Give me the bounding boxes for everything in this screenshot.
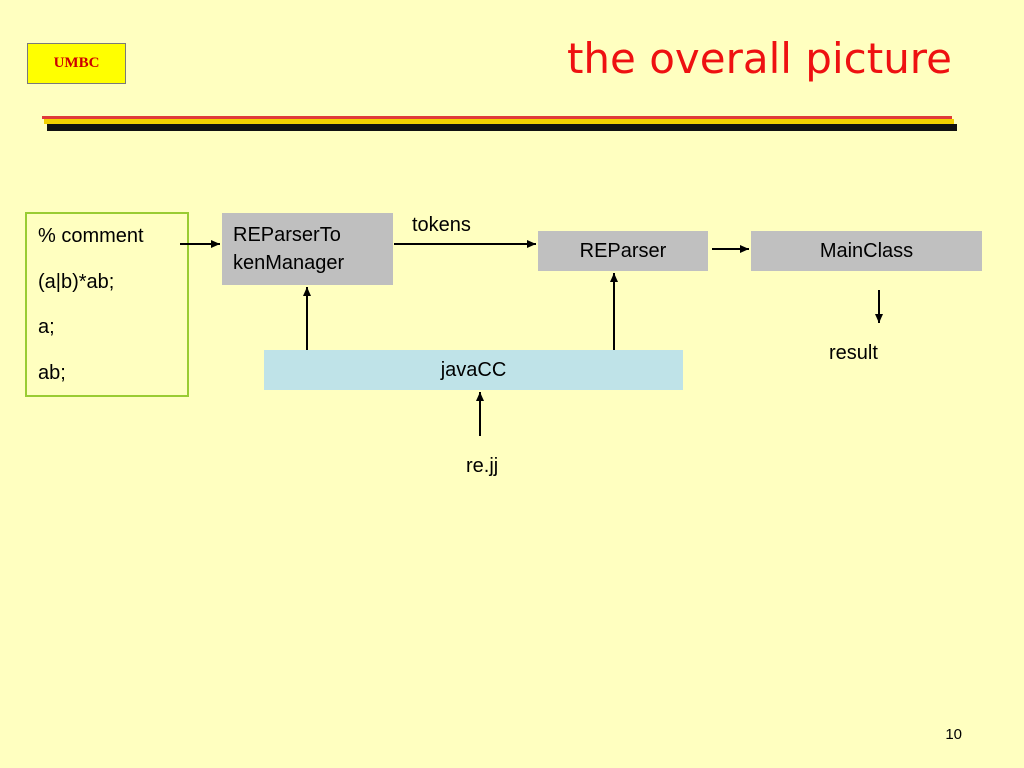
badge-label: UMBC	[53, 55, 100, 71]
token-manager-label-line2: kenManager	[233, 252, 345, 274]
token-manager-label: REParserTo kenManager	[233, 221, 344, 277]
parser-node: REParser	[538, 231, 708, 271]
edge-label-tokens: tokens	[412, 214, 471, 236]
grammar-file-label: re.jj	[466, 455, 499, 477]
javacc-node: javaCC	[264, 350, 683, 390]
token-manager-node: REParserTo kenManager	[222, 213, 393, 285]
parser-label: REParser	[579, 240, 667, 262]
slide-title: the overall picture	[566, 34, 952, 83]
title-rule-black	[47, 124, 957, 131]
title-rule-red	[42, 116, 952, 119]
token-manager-label-line1: REParserTo	[233, 224, 341, 246]
source-line: % comment	[38, 225, 144, 247]
page-number: 10	[945, 726, 962, 743]
source-line: ab;	[38, 361, 66, 384]
umbc-badge: UMBC	[27, 43, 126, 84]
main-class-node: MainClass	[751, 231, 982, 271]
result-label: result	[829, 342, 878, 364]
javacc-label: javaCC	[440, 359, 507, 381]
source-input-box: % comment (a|b)*ab; a; ab;	[25, 212, 189, 397]
source-line: a;	[38, 316, 55, 338]
main-class-label: MainClass	[819, 240, 914, 262]
title-rule-yellow	[44, 119, 954, 124]
source-line: (a|b)*ab;	[38, 270, 115, 293]
